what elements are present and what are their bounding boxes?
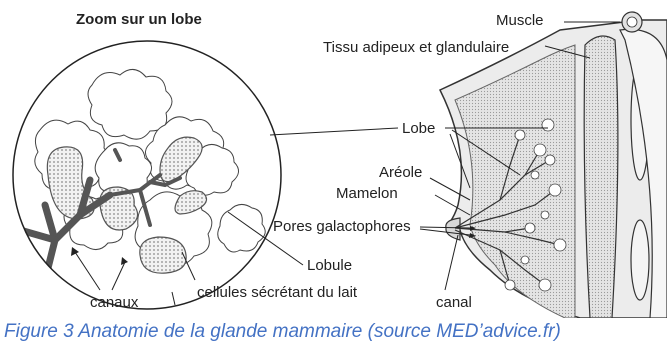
inset-title: Zoom sur un lobe [76,12,202,27]
label-lobule: Lobule [307,258,352,273]
figure-caption: Figure 3 Anatomie de la glande mammaire … [4,322,561,341]
breast-cross-section [440,12,667,318]
label-lobe: Lobe [402,121,435,136]
label-tissue: Tissu adipeux et glandulaire [323,40,509,55]
label-muscle: Muscle [496,13,544,28]
label-pores: Pores galactophores [273,219,411,234]
label-cells: cellules sécrétant du lait [197,285,357,300]
lobe-zoom-inset [13,41,281,309]
label-canal: canal [436,295,472,310]
label-areola: Aréole [379,165,422,180]
label-nipple: Mamelon [336,186,398,201]
label-ducts: canaux [90,295,138,310]
